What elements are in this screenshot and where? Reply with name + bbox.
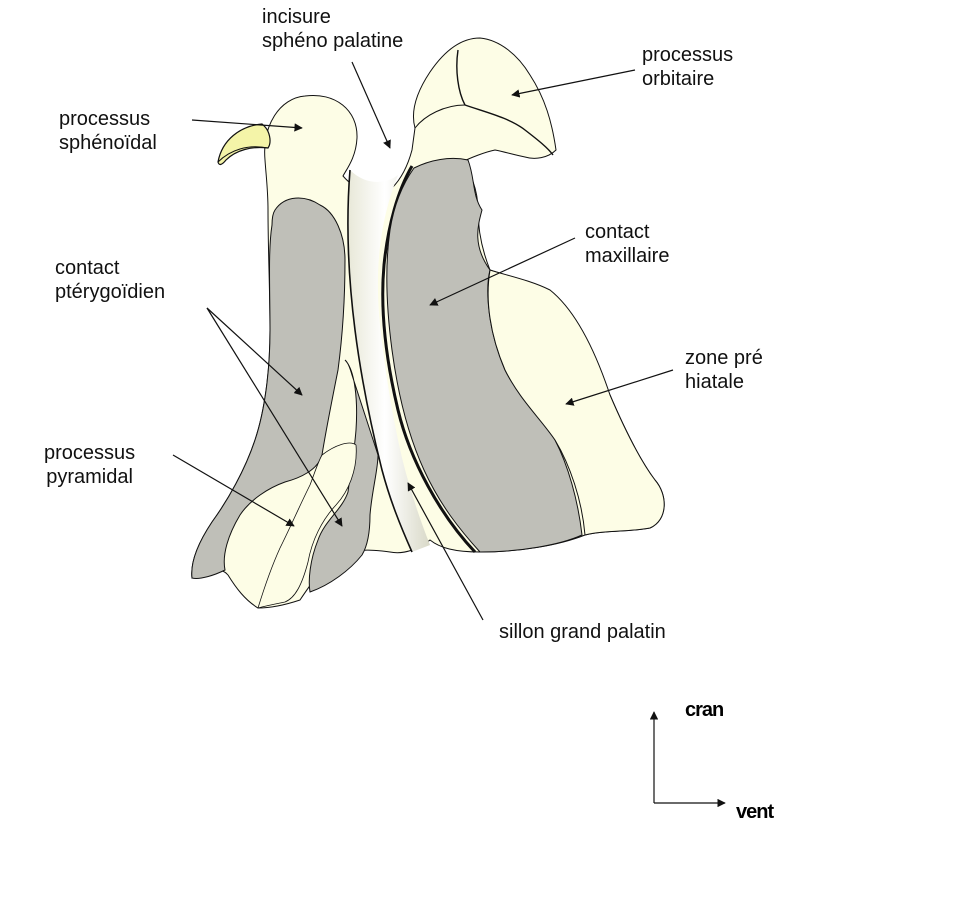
groove-left-edge: [347, 169, 413, 553]
label-prehiatale: zone pré hiatale: [685, 346, 763, 394]
arrow-pterygoid-2: [206, 307, 343, 527]
label-orbitaire-line1: processus: [642, 44, 734, 66]
pyramidal-pale-area: [257, 442, 357, 609]
label-pyramidal-line2: pyramidal: [46, 466, 133, 488]
label-maxillaire-line2: maxillaire: [585, 245, 670, 267]
label-maxillaire-line1: contact: [585, 221, 650, 243]
orbital-process-detail: [456, 49, 554, 156]
label-sphenoidal-line1: processus: [59, 108, 151, 130]
arrow-incisure: [351, 61, 391, 149]
arrow-sillon: [407, 482, 484, 621]
label-maxillaire: contact maxillaire: [585, 220, 669, 268]
prehiatal-zone: [487, 269, 665, 536]
label-incisure: incisure sphéno palatine: [262, 5, 403, 53]
arrow-orbitaire: [511, 69, 636, 98]
label-pyramidal-line1: processus: [44, 442, 136, 464]
label-sillon: sillon grand palatin: [499, 621, 666, 643]
contact-pterygoid-area: [191, 197, 346, 579]
label-pterygoidien-line1: contact: [55, 257, 120, 279]
label-prehiatale-line2: hiatale: [685, 371, 744, 393]
label-incisure-line2: sphéno palatine: [262, 30, 404, 52]
label-sphenoidal-line2: sphénoïdal: [59, 132, 157, 154]
arrow-pyramidal: [172, 454, 295, 527]
contact-maxillary-area: [386, 157, 583, 553]
label-cran: cran: [685, 699, 724, 721]
label-orbitaire-line2: orbitaire: [642, 68, 715, 90]
arrow-sphenoidal: [191, 119, 303, 132]
label-prehiatale-line1: zone pré: [685, 347, 763, 369]
label-incisure-line1: incisure: [262, 6, 331, 28]
label-vent: vent: [736, 801, 774, 823]
arrow-pterygoid-1: [206, 307, 303, 396]
orbital-process-detail-2: [414, 104, 466, 129]
sphenoidal-tip-inner: [217, 146, 269, 163]
label-sphenoidal: processus sphénoïdal: [59, 107, 157, 155]
label-pterygoidien: contact ptérygoïdien: [55, 256, 165, 304]
sphenoidal-tip: [217, 123, 271, 166]
arrow-prehiatale: [565, 369, 674, 406]
label-pterygoidien-line2: ptérygoïdien: [55, 281, 166, 303]
label-pyramidal: processus pyramidal: [44, 441, 135, 489]
label-orbitaire: processus orbitaire: [642, 43, 733, 91]
arrow-maxillaire: [429, 237, 576, 306]
greater-palatine-groove: [347, 170, 430, 552]
